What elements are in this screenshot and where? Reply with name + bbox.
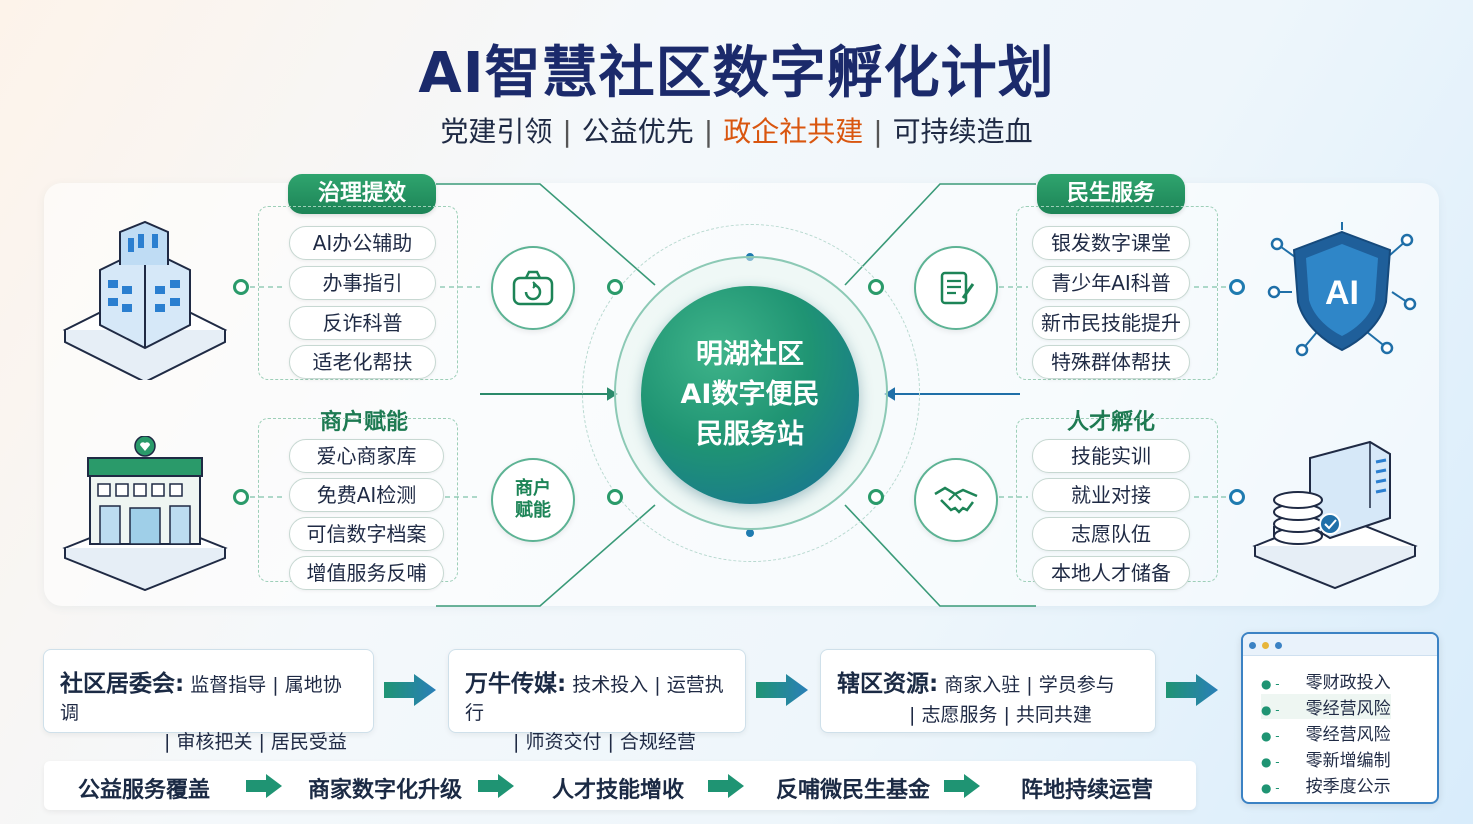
window-dot-icon <box>1262 642 1269 649</box>
governance-item: AI办公辅助 <box>289 226 436 260</box>
panel-titlebar <box>1243 634 1437 656</box>
panel-item: ● -零经营风险 <box>1261 725 1391 745</box>
panel-item: ● -零新增编制 <box>1261 751 1391 771</box>
bullet-icon: ● - <box>1261 755 1280 769</box>
flow-line-2: | 师资交付 | 合规经营 <box>513 731 696 753</box>
bullet-icon: ● - <box>1261 729 1280 743</box>
governance-item: 办事指引 <box>289 266 436 300</box>
guarantee-panel: ● -零财政投入 ● -零经营风险 ● -零经营风险 ● -零新增编制 ● -按… <box>1241 632 1439 804</box>
flow-line-2: | 志愿服务 | 共同共建 <box>909 704 1092 726</box>
flow-line-1: 商家入驻 | 学员参与 <box>944 674 1115 696</box>
subtitle-separator: | <box>562 115 572 148</box>
arrow-right-icon <box>1166 674 1218 706</box>
subtitle-separator: | <box>703 115 714 148</box>
outcome-step: 阵地持续运营 <box>1021 778 1154 803</box>
document-pen-icon <box>914 246 998 330</box>
flow-head: 辖区资源: <box>837 671 939 697</box>
subtitle: 党建引领 | 公益优先 | 政企社共建 | 可持续造血 <box>0 110 1473 150</box>
handshake-icon <box>914 458 998 542</box>
bullet-icon: ● - <box>1261 781 1280 795</box>
connector-dot <box>233 489 249 505</box>
center-line-1: 明湖社区 <box>696 339 804 370</box>
flow-line-1: 监督指导 | 属地协调 <box>60 674 342 724</box>
center-line-2: AI数字便民 <box>680 379 820 410</box>
tag-talent: 人才孵化 <box>1066 410 1155 435</box>
arrow-right-icon <box>756 674 808 706</box>
flow-line-1: 技术投入 | 运营执行 <box>465 674 724 724</box>
window-dot-icon <box>1275 642 1282 649</box>
livelihood-item: 新市民技能提升 <box>1032 306 1190 340</box>
connector-dot <box>607 489 623 505</box>
center-station-node: 明湖社区 AI数字便民 民服务站 <box>641 286 859 504</box>
connector-dot <box>233 279 249 295</box>
panel-item: ● -零财政投入 <box>1261 673 1391 693</box>
outcome-step: 人才技能增收 <box>552 778 685 803</box>
bullet-icon: ● - <box>1261 703 1280 717</box>
office-building-icon <box>60 220 230 384</box>
svg-text:AI: AI <box>1325 274 1359 312</box>
arrow-right-icon <box>708 774 744 798</box>
talent-item: 技能实训 <box>1032 439 1190 473</box>
arrow-right-icon <box>246 774 282 798</box>
merchant-item: 可信数字档案 <box>289 517 444 551</box>
connector-dot <box>607 279 623 295</box>
ai-shield-icon: AI <box>1262 222 1422 366</box>
flow-line-2: | 审核把关 | 居民受益 <box>164 731 347 753</box>
tag-merchant: 商户赋能 <box>319 410 408 435</box>
flow-stage-resources: 辖区资源: 商家入驻 | 学员参与 | 志愿服务 | 共同共建 <box>820 649 1156 733</box>
livelihood-items-frame <box>1016 206 1218 380</box>
outcome-bar <box>44 761 1196 810</box>
connector-dot <box>868 279 884 295</box>
tag-livelihood: 民生服务 <box>1037 174 1185 214</box>
camera-refresh-icon <box>491 246 575 330</box>
connector-dot <box>1229 489 1245 505</box>
arrow-right-icon <box>384 674 436 706</box>
page-title: AI智慧社区数字孵化计划 <box>418 41 1055 106</box>
outcome-step: 商家数字化升级 <box>308 778 463 803</box>
center-line-3: 民服务站 <box>696 419 804 450</box>
talent-item: 本地人才储备 <box>1032 556 1190 590</box>
storefront-icon <box>60 435 230 595</box>
talent-item: 志愿队伍 <box>1032 517 1190 551</box>
panel-item: ● -零经营风险 <box>1261 694 1391 719</box>
merchant-item: 增值服务反哺 <box>289 556 444 590</box>
merchant-circle-label-2: 赋能 <box>515 500 551 521</box>
flow-head: 万牛传媒: <box>465 671 567 697</box>
connector-dot <box>1229 279 1245 295</box>
merchant-circle: 商户 赋能 <box>491 458 575 542</box>
livelihood-item: 特殊群体帮扶 <box>1032 345 1190 379</box>
tag-governance: 治理提效 <box>288 174 436 214</box>
data-center-icon <box>1250 438 1420 597</box>
arrow-right-icon <box>944 774 980 798</box>
flow-stage-committee: 社区居委会: 监督指导 | 属地协调 | 审核把关 | 居民受益 <box>43 649 374 753</box>
window-dot-icon <box>1249 642 1256 649</box>
merchant-circle-label-1: 商户 <box>515 478 551 499</box>
merchant-item: 爱心商家库 <box>289 439 444 473</box>
subtitle-separator: | <box>873 115 883 148</box>
livelihood-item: 青少年AI科普 <box>1032 266 1190 300</box>
livelihood-item: 银发数字课堂 <box>1032 226 1190 260</box>
center-outer-ring <box>582 224 920 562</box>
subtitle-part-sustainable: 可持续造血 <box>892 115 1033 148</box>
merchant-item: 免费AI检测 <box>289 478 444 512</box>
arrow-right-icon <box>478 774 514 798</box>
bullet-icon: ● - <box>1261 677 1280 691</box>
subtitle-part-public: 公益优先 <box>581 115 694 148</box>
panel-item: ● -按季度公示 <box>1261 777 1391 797</box>
talent-item: 就业对接 <box>1032 478 1190 512</box>
outcome-step: 反哺微民生基金 <box>776 778 931 803</box>
flow-stage-media: 万牛传媒: 技术投入 | 运营执行 | 师资交付 | 合规经营 <box>448 649 746 753</box>
subtitle-part-party: 党建引领 <box>440 115 553 148</box>
connector-dot <box>868 489 884 505</box>
outcome-step: 公益服务覆盖 <box>78 778 211 803</box>
governance-items-frame <box>258 206 458 380</box>
governance-item: 适老化帮扶 <box>289 345 436 379</box>
governance-item: 反诈科普 <box>289 306 436 340</box>
subtitle-part-cooperation: 政企社共建 <box>723 115 864 148</box>
flow-head: 社区居委会: <box>60 671 185 697</box>
